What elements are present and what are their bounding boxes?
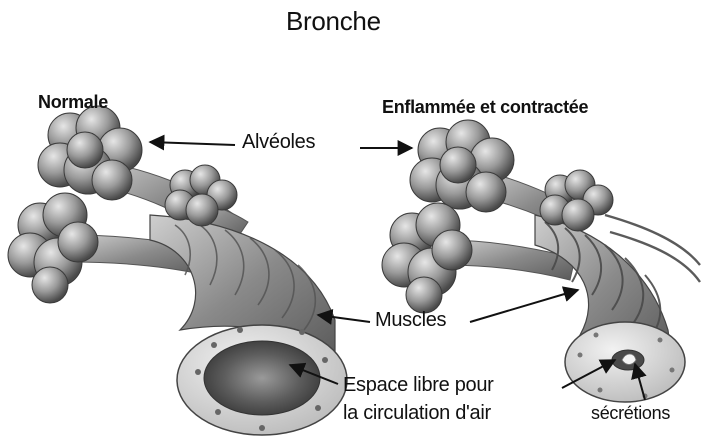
alveoli-cluster: [410, 120, 514, 212]
inflamed-bronchus: [382, 120, 700, 402]
label-espace-line2: la circulation d'air: [343, 402, 491, 425]
alveoli-cluster: [540, 170, 613, 231]
normal-bronchus: [8, 106, 347, 435]
arrow-alveoles-left: [150, 142, 235, 145]
label-secretions: sécrétions: [591, 403, 670, 424]
label-espace-line1: Espace libre pour: [343, 374, 494, 397]
alveoli-cluster: [8, 193, 98, 303]
label-enflammee: Enflammée et contractée: [382, 97, 588, 118]
arrow-muscles-right: [470, 290, 578, 322]
alveoli-cluster: [38, 106, 142, 200]
label-alveoles: Alvéoles: [242, 131, 315, 154]
alveoli-cluster: [382, 203, 472, 313]
label-normale: Normale: [38, 92, 108, 113]
diagram-title: Bronche: [286, 6, 381, 37]
label-muscles: Muscles: [375, 309, 446, 332]
